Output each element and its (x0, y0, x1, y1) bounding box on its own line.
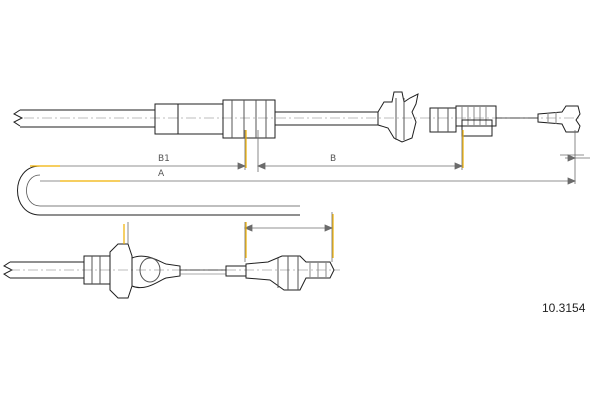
part-number-label: 10.3154 (542, 301, 586, 315)
upper-sleeve (154, 103, 224, 135)
upper-cable-break-line (13, 109, 24, 127)
upper-end-fitting (537, 105, 581, 133)
lower-rubber-boot (131, 255, 181, 289)
upper-cable-assembly (13, 91, 581, 143)
upper-dimension-lines (40, 130, 590, 185)
upper-threaded-ferrule (455, 105, 497, 127)
dimension-label-a: A (158, 169, 165, 179)
dimension-label-b1: B1 (158, 154, 170, 164)
upper-adjuster-nut (429, 107, 457, 133)
lower-dimension-lines (127, 212, 334, 262)
lower-flange (109, 243, 133, 299)
highlight-accents (30, 130, 464, 258)
lower-cable-assembly (3, 243, 340, 299)
lower-end-fitting (245, 255, 335, 291)
upper-bracket-clip (377, 91, 419, 143)
upper-ribbed-coupling (222, 99, 276, 139)
cable-u-bend (17, 165, 300, 216)
dimension-label-b: B (330, 154, 337, 164)
